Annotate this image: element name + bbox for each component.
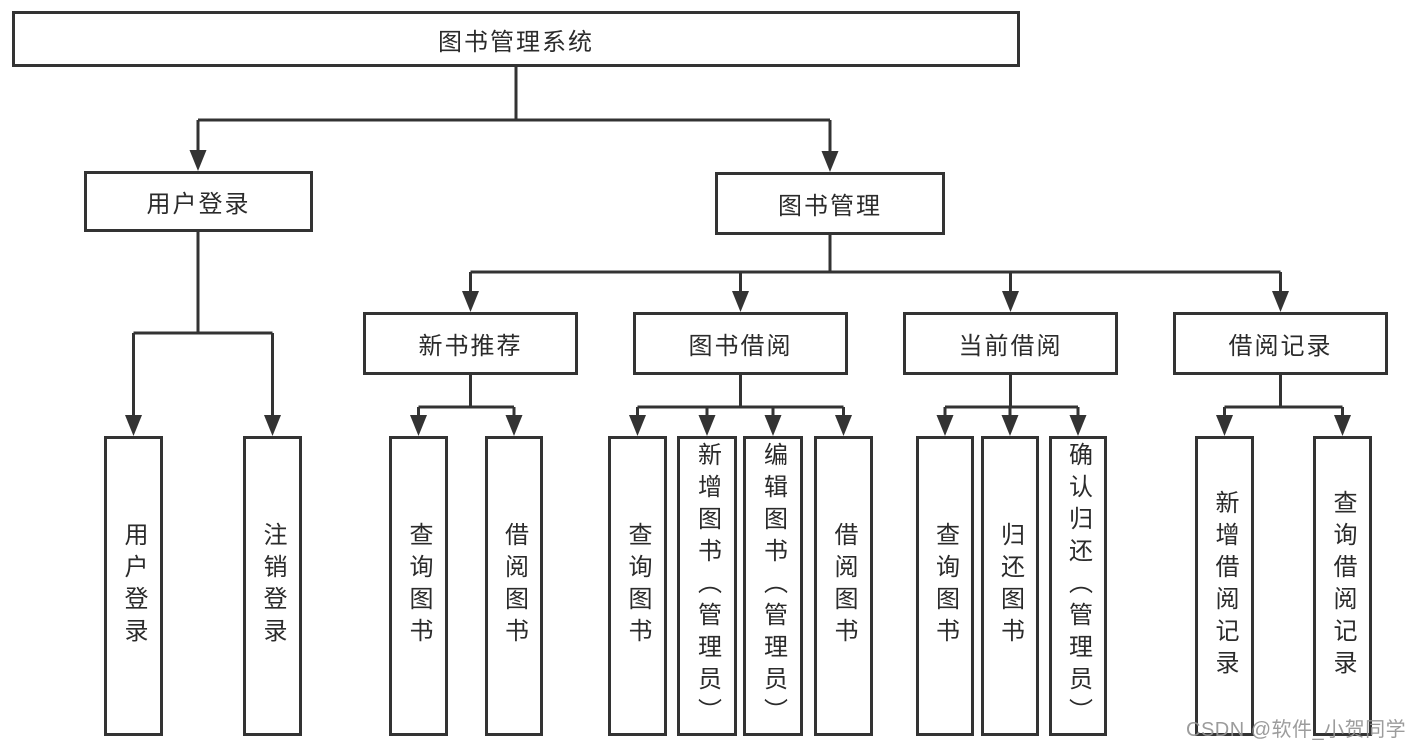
- arrowhead: [1069, 415, 1087, 436]
- node-new-book-recommend: 新书推荐: [363, 312, 578, 375]
- connector-new-book: [417, 375, 516, 417]
- connector-root-to-level2: [196, 67, 832, 153]
- arrowhead: [936, 415, 954, 436]
- node-leaf-query-book-3: 查询图书: [916, 436, 974, 736]
- connector-borrow-records: [1223, 375, 1344, 417]
- arrowhead: [764, 415, 782, 436]
- node-leaf-query-book-2: 查询图书: [608, 436, 667, 736]
- arrowhead: [410, 415, 427, 436]
- arrowhead: [1002, 291, 1019, 312]
- node-leaf-confirm-return-admin: 确认归还（管理员）: [1049, 436, 1107, 736]
- node-book-borrow: 图书借阅: [633, 312, 848, 375]
- connector-book-borrow: [636, 375, 845, 417]
- node-leaf-query-book-1: 查询图书: [389, 436, 448, 736]
- node-leaf-query-borrow-record: 查询借阅记录: [1313, 436, 1372, 736]
- arrowhead: [629, 415, 646, 436]
- arrowhead: [189, 150, 207, 171]
- node-leaf-edit-book-admin: 编辑图书（管理员）: [743, 436, 803, 736]
- node-leaf-return-book: 归还图书: [981, 436, 1039, 736]
- node-borrow-records: 借阅记录: [1173, 312, 1388, 375]
- arrowhead: [462, 291, 479, 312]
- arrowhead: [821, 151, 839, 172]
- arrowhead: [125, 415, 142, 436]
- node-leaf-add-borrow-record: 新增借阅记录: [1195, 436, 1254, 736]
- arrowhead: [1216, 415, 1233, 436]
- node-leaf-logout: 注销登录: [243, 436, 302, 736]
- arrowhead: [264, 415, 281, 436]
- arrowhead: [698, 415, 716, 436]
- connector-book-management: [469, 235, 1282, 293]
- arrowhead: [505, 415, 523, 436]
- node-leaf-add-book-admin: 新增图书（管理员）: [677, 436, 737, 736]
- connector-user-login: [132, 232, 274, 417]
- arrowhead: [1334, 415, 1351, 436]
- arrowhead: [1272, 291, 1289, 312]
- arrowhead: [1001, 415, 1019, 436]
- arrowhead: [835, 415, 852, 436]
- node-leaf-user-login: 用户登录: [104, 436, 163, 736]
- node-leaf-borrow-book-1: 借阅图书: [485, 436, 543, 736]
- connector-current-borrow: [943, 375, 1080, 417]
- node-current-borrow: 当前借阅: [903, 312, 1118, 375]
- csdn-watermark: CSDN @软件_小贺同学: [1186, 719, 1405, 741]
- node-user-login: 用户登录: [84, 171, 313, 232]
- node-book-management: 图书管理: [715, 172, 945, 235]
- node-leaf-borrow-book-2: 借阅图书: [814, 436, 873, 736]
- arrowhead: [732, 291, 749, 312]
- node-library-system: 图书管理系统: [12, 11, 1020, 67]
